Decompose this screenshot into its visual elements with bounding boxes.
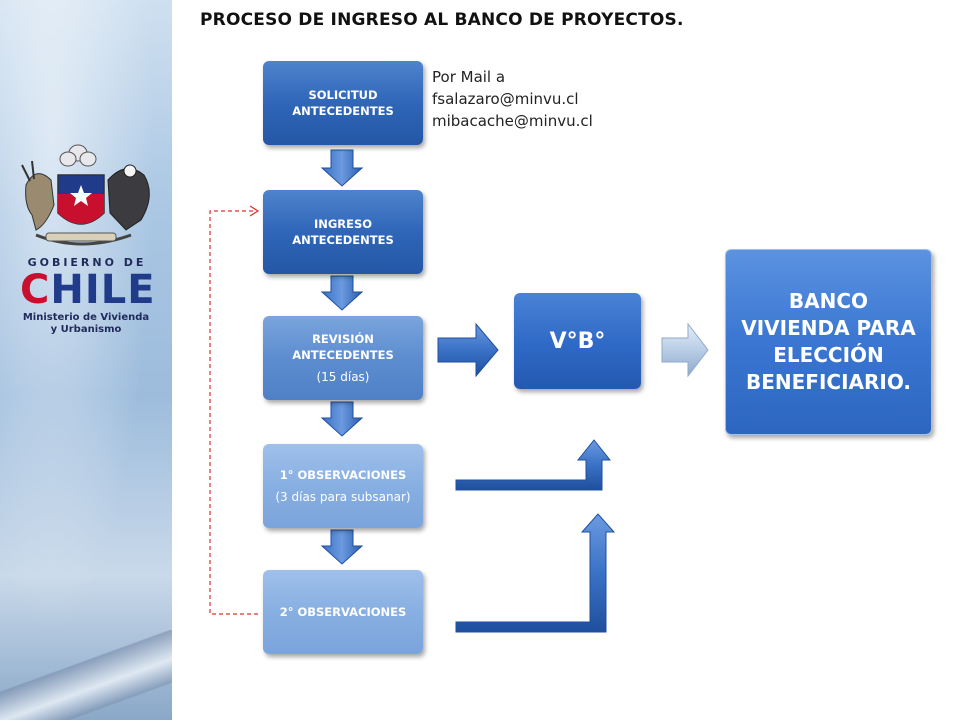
logo-ministerio-line2: y Urbanismo — [50, 324, 122, 335]
step-solicitud-antecedentes: SOLICITUD ANTECEDENTES — [263, 61, 423, 145]
coat-of-arms-icon — [21, 144, 150, 246]
down-arrow-3-icon — [320, 401, 364, 437]
mail-note-line1: Por Mail a — [432, 68, 506, 86]
step-label: REVISIÓN ANTECEDENTES — [292, 331, 394, 362]
step-duration: (15 días) — [316, 369, 370, 384]
observation-2-return-arrow-icon — [455, 513, 616, 633]
sidebar-background: GOBIERNO DE CHILE Ministerio de Vivienda… — [0, 0, 172, 720]
logo-ministerio-text: Ministerio de Vivienda y Urbanismo — [20, 312, 152, 336]
step-revision-antecedentes: REVISIÓN ANTECEDENTES (15 días) — [263, 316, 423, 400]
result-line-1: BANCO — [788, 289, 869, 313]
step-label: 1° OBSERVACIONES — [279, 467, 407, 482]
logo-chile-text: CHILE — [20, 270, 155, 310]
mail-note-email-1: fsalazaro@minvu.cl — [432, 90, 579, 108]
result-line-4: BENEFICIARIO. — [745, 370, 911, 394]
step-ingreso-antecedentes: INGRESO ANTECEDENTES — [263, 190, 423, 274]
approval-box: V°B° — [514, 293, 641, 389]
mail-note-email-2: mibacache@minvu.cl — [432, 112, 593, 130]
result-bank-box: BANCO VIVIENDA PARA ELECCIÓN BENEFICIARI… — [725, 249, 932, 435]
mail-note: Por Mail a fsalazaro@minvu.cl mibacache@… — [432, 66, 593, 132]
observation-1-return-arrow-icon — [455, 439, 612, 491]
step-duration: (3 días para subsanar) — [275, 489, 411, 504]
logo-chile-wordmark: CHILE — [20, 267, 156, 313]
approval-label: V°B° — [549, 328, 606, 354]
step-label: 2° OBSERVACIONES — [279, 605, 407, 619]
down-arrow-1-icon — [320, 149, 364, 187]
logo-ministerio-line1: Ministerio de Vivienda — [22, 312, 150, 323]
page-title: PROCESO DE INGRESO AL BANCO DE PROYECTOS… — [200, 10, 684, 30]
right-arrow-to-approval-icon — [437, 322, 499, 378]
step-label: INGRESO ANTECEDENTES — [292, 217, 394, 247]
result-line-3: ELECCIÓN — [773, 343, 884, 367]
logo-gobierno-text: GOBIERNO DE — [27, 256, 147, 269]
step-primeras-observaciones: 1° OBSERVACIONES (3 días para subsanar) — [263, 444, 423, 528]
down-arrow-2-icon — [320, 275, 364, 311]
step-label: SOLICITUD ANTECEDENTES — [292, 88, 394, 118]
step-segundas-observaciones: 2° OBSERVACIONES — [263, 570, 423, 654]
down-arrow-4-icon — [320, 529, 364, 565]
feedback-loop-dashed-line — [209, 205, 260, 615]
right-arrow-to-bank-icon — [661, 322, 709, 378]
result-line-2: VIVIENDA PARA — [741, 316, 916, 340]
